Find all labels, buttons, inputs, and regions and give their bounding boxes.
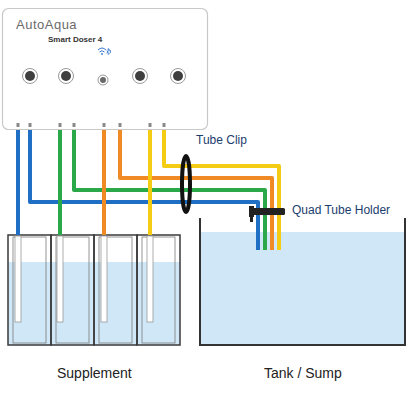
container-inner bbox=[13, 237, 46, 343]
port bbox=[149, 123, 152, 127]
tank-wall bbox=[200, 218, 405, 345]
center-button bbox=[98, 75, 108, 85]
port bbox=[103, 123, 106, 127]
container bbox=[51, 235, 94, 345]
container bbox=[8, 235, 51, 345]
container bbox=[94, 235, 137, 345]
bluetooth-icon bbox=[107, 49, 112, 55]
port bbox=[59, 123, 62, 127]
knob bbox=[135, 71, 145, 81]
doser-box: AutoAquaSmart Doser 4 bbox=[2, 8, 208, 130]
tank-box: Tank / Sump bbox=[200, 218, 405, 345]
container-inner bbox=[99, 237, 132, 343]
tube-end bbox=[263, 218, 267, 250]
tank-label: Tank / Sump bbox=[264, 365, 342, 381]
quad-tube-holder bbox=[250, 216, 253, 222]
suction-pipe bbox=[101, 236, 107, 322]
suction-pipe bbox=[147, 236, 153, 322]
dosing-tube bbox=[148, 130, 152, 235]
knob bbox=[61, 71, 71, 81]
center-button bbox=[100, 77, 106, 83]
port bbox=[29, 123, 32, 127]
dosing-tube bbox=[102, 130, 106, 235]
dosing-tube bbox=[120, 130, 272, 218]
tube-end bbox=[270, 218, 274, 250]
tube-clip bbox=[182, 156, 190, 212]
dosing-tube bbox=[164, 130, 279, 218]
quad-tube-holder bbox=[249, 206, 254, 217]
container-inner bbox=[56, 237, 89, 343]
tank-water bbox=[201, 232, 404, 344]
knob bbox=[173, 71, 183, 81]
port bbox=[119, 123, 122, 127]
tube-end bbox=[277, 218, 281, 250]
model-name: Smart Doser 4 bbox=[48, 35, 102, 44]
dosing-tube bbox=[16, 130, 20, 235]
knob-ring bbox=[171, 69, 186, 84]
pump-knobs bbox=[23, 69, 186, 86]
wifi-icon bbox=[101, 53, 103, 55]
container bbox=[137, 235, 180, 345]
supplement-containers bbox=[8, 235, 180, 345]
knob-ring bbox=[23, 69, 38, 84]
port bbox=[73, 123, 76, 127]
container-label: Supplement bbox=[57, 365, 132, 381]
tube-end bbox=[256, 218, 260, 250]
callout-label: Tube Clip bbox=[196, 133, 247, 147]
brand-logo: AutoAqua bbox=[16, 17, 77, 32]
quad-tube-holder bbox=[252, 208, 285, 215]
suction-pipe bbox=[57, 236, 63, 322]
doser-body bbox=[3, 9, 208, 130]
knob-ring bbox=[59, 69, 74, 84]
container-inner bbox=[142, 237, 175, 343]
knob bbox=[25, 71, 35, 81]
port-marks bbox=[17, 123, 166, 127]
port bbox=[17, 123, 20, 127]
wifi-icon bbox=[98, 48, 106, 52]
callout-label: Quad Tube Holder bbox=[292, 203, 390, 217]
port bbox=[163, 123, 166, 127]
supplement-box: Supplement bbox=[8, 235, 180, 345]
knob-ring bbox=[133, 69, 148, 84]
suction-pipe bbox=[15, 236, 21, 322]
dosing-tube bbox=[30, 130, 258, 218]
dosing-tube bbox=[58, 130, 62, 235]
